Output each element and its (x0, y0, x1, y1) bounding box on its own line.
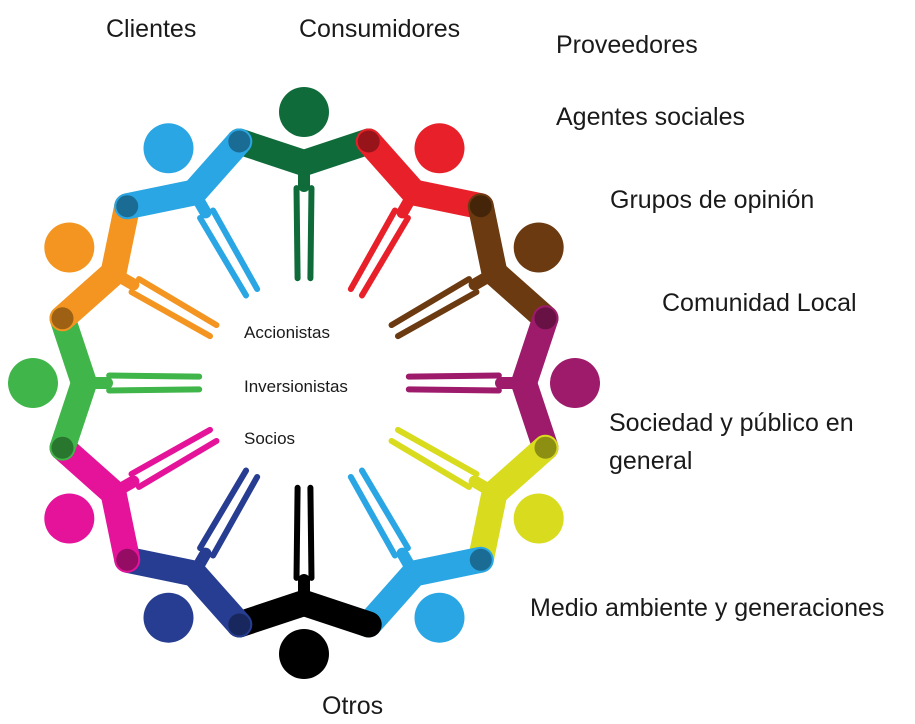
person-head (414, 123, 465, 174)
person-leg-right (405, 386, 502, 394)
center-label-socios: Socios (244, 429, 296, 448)
person-head (414, 592, 465, 643)
person-torso (112, 475, 140, 496)
person-leg-left (307, 484, 315, 581)
person-head (279, 629, 329, 679)
person-torso (191, 547, 212, 575)
person-head (143, 123, 194, 174)
label-otros: Otros (322, 692, 384, 720)
label-sociedad-y-publico: Sociedad y público en (609, 409, 854, 437)
hand-joint (51, 307, 74, 330)
person-leg-right (394, 289, 480, 340)
person-leg-left (358, 467, 411, 552)
hand-joint (357, 130, 380, 153)
hand-joint (469, 548, 492, 571)
person-torso (396, 191, 417, 219)
person-torso (468, 270, 496, 291)
hand-joint (116, 195, 139, 218)
person-head (513, 493, 564, 544)
hand-joint (51, 436, 74, 459)
person-head (8, 358, 58, 408)
person-torso (396, 547, 417, 575)
person-leg-left (197, 214, 250, 299)
person-arm-right (181, 128, 253, 206)
person-head (513, 222, 564, 273)
person-leg-left (210, 473, 261, 559)
person-torso (468, 475, 496, 496)
person-leg-left (293, 185, 301, 282)
hand-joint (228, 613, 251, 636)
people-ring (8, 87, 600, 679)
person-leg-right (388, 437, 473, 490)
label-consumidores: Consumidores (299, 15, 461, 43)
hand-joint (357, 613, 380, 636)
person-leg-left (128, 289, 214, 340)
label-medio-ambiente: Medio ambiente y generaciones (530, 594, 885, 622)
label-sociedad-y-publico-line2: general (609, 447, 693, 475)
person-leg-right (197, 467, 250, 552)
person-leg-left (106, 386, 203, 394)
person-leg-left (135, 437, 220, 490)
person-leg-right (128, 426, 214, 477)
hand-joint (534, 436, 557, 459)
person-leg-left (388, 276, 473, 329)
label-grupos-de-opinion: Grupos de opinión (610, 186, 815, 214)
person-head (550, 358, 600, 408)
hand-joint (116, 548, 139, 571)
person-leg-right (307, 185, 315, 282)
hand-joint (469, 195, 492, 218)
center-label-inversionistas: Inversionistas (244, 377, 348, 396)
person-head (143, 592, 194, 643)
hand-joint (534, 307, 557, 330)
person-leg-right (135, 276, 220, 329)
label-clientes: Clientes (106, 15, 197, 43)
person-leg-right (106, 372, 203, 380)
label-agentes-sociales: Agentes sociales (556, 103, 746, 131)
person-leg-right (358, 214, 411, 299)
hand-joint (228, 130, 251, 153)
person-torso (191, 191, 212, 219)
person-head (44, 493, 95, 544)
person-leg-left (347, 207, 398, 293)
person-leg-right (347, 473, 398, 559)
person-leg-left (394, 426, 480, 477)
label-proveedores: Proveedores (556, 31, 698, 59)
center-label-accionistas: Accionistas (244, 323, 330, 342)
person-leg-left (405, 372, 502, 380)
person-head (44, 222, 95, 273)
person-head (279, 87, 329, 137)
person-leg-right (210, 207, 261, 293)
label-comunidad-local: Comunidad Local (662, 289, 857, 317)
person-torso (112, 270, 140, 291)
person-leg-right (293, 484, 301, 581)
